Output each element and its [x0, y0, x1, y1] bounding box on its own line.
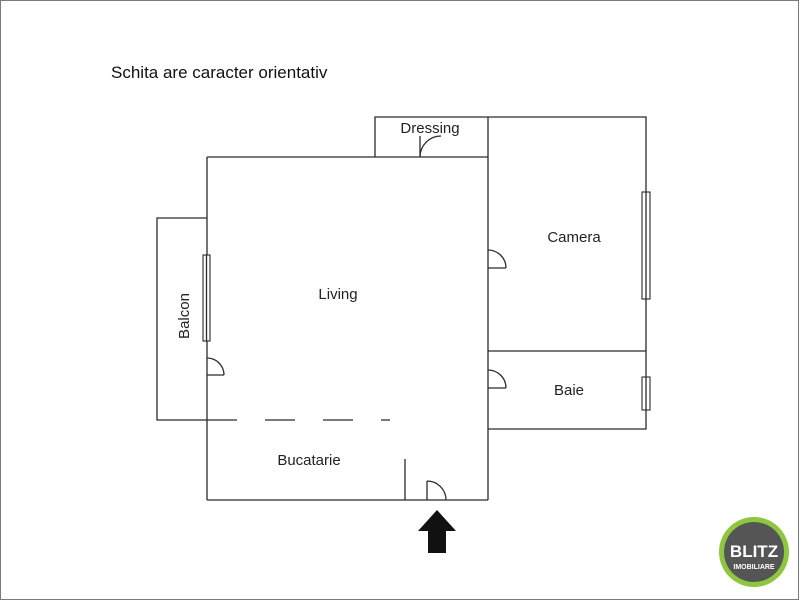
camera-door [487, 249, 507, 269]
entrance-arrow-icon [418, 510, 456, 553]
doors [206, 135, 507, 501]
blitz-logo: BLITZ IMOBILIARE [719, 517, 789, 587]
room-label-camera: Camera [547, 229, 601, 246]
room-label-dressing: Dressing [400, 120, 459, 137]
windows [202, 191, 651, 411]
disclaimer-note: Schita are caracter orientativ [111, 63, 328, 82]
balcony-door [206, 357, 225, 376]
room-label-bucatarie: Bucatarie [277, 452, 340, 469]
logo-text-imobiliare: IMOBILIARE [733, 564, 775, 571]
dressing-door [419, 135, 442, 158]
walls [156, 116, 647, 501]
logo-text-blitz: BLITZ [730, 542, 778, 561]
baie-door [487, 369, 507, 389]
room-label-balcon: Balcon [176, 293, 193, 339]
logo-inner-disc [724, 522, 784, 582]
room-label-living: Living [318, 286, 357, 303]
entrance-door [426, 480, 447, 501]
balcony-walls [156, 217, 207, 421]
dressing-walls [374, 116, 488, 157]
room-label-baie: Baie [554, 382, 584, 399]
